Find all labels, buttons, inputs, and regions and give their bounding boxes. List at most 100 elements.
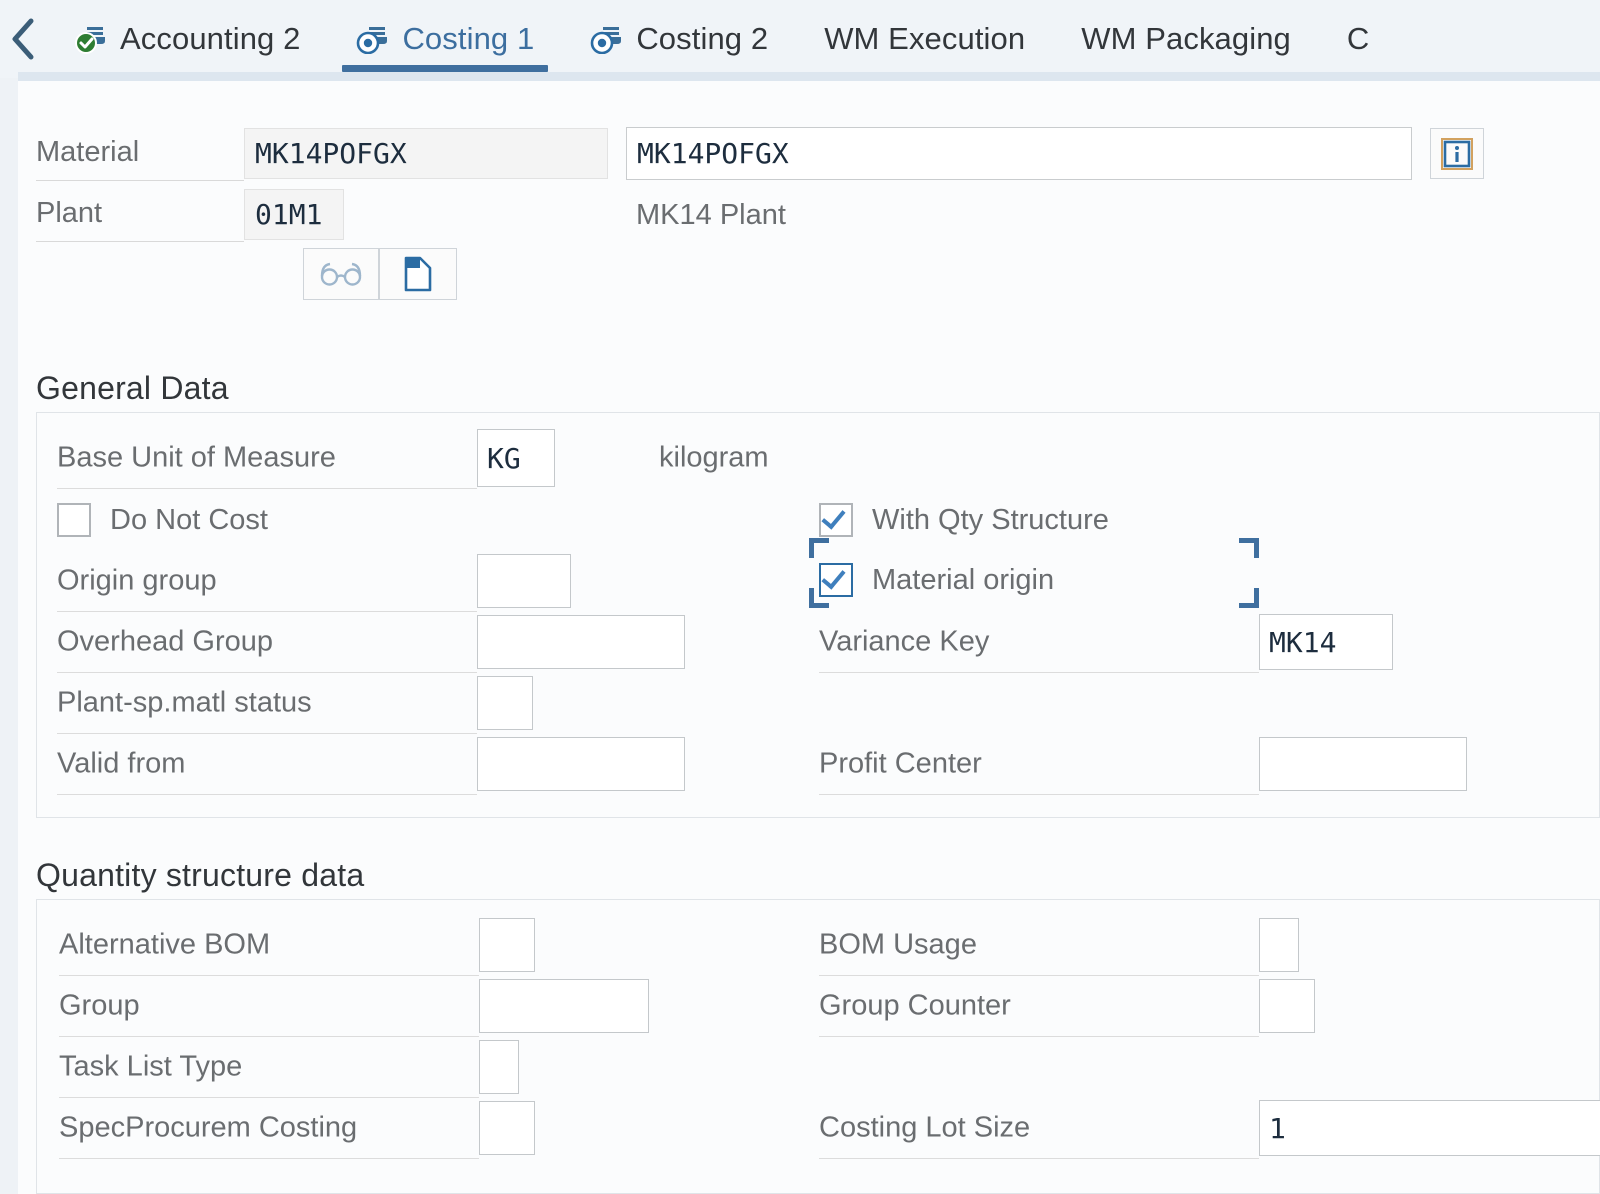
tab-costing-2[interactable]: Costing 2 [562,0,796,78]
with-qty-structure-checkbox[interactable] [819,503,853,537]
origin-group-label-rule [57,611,477,612]
tab-costing-1[interactable]: Costing 1 [328,0,562,78]
field-row-task-list-type: Task List Type [59,1036,759,1098]
field-row-specprocurem-costing: SpecProcurem Costing [59,1097,759,1159]
display-glasses-button[interactable] [303,248,379,300]
overhead-group-label-rule [57,672,477,673]
valid-from-label: Valid from [57,747,186,780]
plant-label-rule [36,241,244,242]
bom-usage-label-rule [819,975,1259,976]
field-row-valid-from: Valid from [57,733,757,795]
material-info-button[interactable] [1430,128,1484,179]
tab-label: C [1346,21,1370,56]
checkbox-with-qty-structure[interactable]: With Qty Structure [819,503,1109,537]
field-row-group: Group [59,975,759,1037]
origin-group-input[interactable] [477,554,571,608]
valid-from-label-rule [57,794,477,795]
base-unit-description: kilogram [659,441,769,474]
glasses-icon [320,262,362,286]
group-label: Group [59,989,140,1022]
specprocurem-costing-label: SpecProcurem Costing [59,1111,358,1144]
variance-key-input[interactable]: MK14 [1259,614,1393,670]
group-counter-label-rule [819,1036,1259,1037]
tabbar-separator [18,72,1600,81]
valid-from-input[interactable] [477,737,685,791]
group-label-rule [59,1036,479,1037]
field-row-variance-key: Variance Key MK14 [819,611,1579,673]
variance-key-label: Variance Key [819,625,990,658]
overhead-group-input[interactable] [477,615,685,669]
document-page-button[interactable] [379,248,457,300]
field-row-group-counter: Group Counter [819,975,1579,1037]
checkbox-do-not-cost[interactable]: Do Not Cost [57,503,268,537]
plant-sp-matl-status-label: Plant-sp.matl status [57,686,312,719]
field-row-base-unit: Base Unit of Measure KG kilogram [57,427,1557,489]
bom-usage-label: BOM Usage [819,928,977,961]
material-label-rule [36,180,244,181]
check-tick-icon [821,504,846,530]
with-qty-structure-label: With Qty Structure [872,503,1109,536]
status-ok-stamp-icon [75,27,105,54]
task-list-type-label: Task List Type [59,1050,243,1083]
profit-center-label: Profit Center [819,747,982,780]
material-number-field[interactable]: MK14POFGX [244,128,608,179]
group-counter-input[interactable] [1259,979,1315,1033]
checkbox-material-origin[interactable]: Material origin [819,563,1054,597]
costing-lot-size-label: Costing Lot Size [819,1111,1031,1144]
specprocurem-costing-input[interactable] [479,1101,535,1155]
tab-wm-execution[interactable]: WM Execution [796,0,1053,78]
material-label: Material [36,136,140,168]
tab-label: WM Execution [824,21,1026,56]
task-list-type-label-rule [59,1097,479,1098]
group-counter-label: Group Counter [819,989,1011,1022]
material-origin-label: Material origin [872,563,1055,596]
material-origin-checkbox[interactable] [819,563,853,597]
alternative-bom-label: Alternative BOM [59,928,271,961]
task-list-type-input[interactable] [479,1040,519,1094]
profit-center-label-rule [819,794,1259,795]
plant-description: MK14 Plant [636,199,786,231]
group-input[interactable] [479,979,649,1033]
material-description-field[interactable]: MK14POFGX [626,127,1412,180]
page-left-gutter [0,0,18,1194]
tab-label: Costing 2 [636,21,769,56]
general-data-title: General Data [36,370,229,406]
origin-group-label: Origin group [57,564,217,597]
plant-field[interactable]: 01M1 [244,189,344,240]
specprocurem-costing-label-rule [59,1158,479,1159]
field-row-overhead-group: Overhead Group [57,611,757,673]
overhead-group-label: Overhead Group [57,625,274,658]
field-row-costing-lot-size: Costing Lot Size 1 [819,1097,1600,1159]
chevron-left-icon [12,18,34,60]
field-row-alternative-bom: Alternative BOM [59,914,759,976]
base-unit-label-rule [57,488,477,489]
quantity-structure-panel: Alternative BOM BOM Usage Group Group Co… [36,899,1600,1194]
do-not-cost-checkbox[interactable] [57,503,91,537]
costing-lot-size-input[interactable]: 1 [1259,1100,1600,1156]
general-data-panel: Base Unit of Measure KG kilogram Do Not … [36,412,1600,818]
bom-usage-input[interactable] [1259,918,1299,972]
document-page-icon [404,256,432,292]
tab-label: Accounting 2 [120,21,301,56]
field-row-plant-sp-matl-status: Plant-sp.matl status [57,672,757,734]
tab-bar: Accounting 2 Costing 1 Costing 2 WM Exec… [0,0,1600,78]
tab-label: WM Packaging [1081,21,1291,56]
profit-center-input[interactable] [1259,737,1467,791]
tab-wm-packaging[interactable]: WM Packaging [1053,0,1319,78]
costing-target-stamp-icon [357,27,388,54]
plant-label: Plant [36,197,103,229]
alternative-bom-input[interactable] [479,918,535,972]
costing-target-stamp-icon [591,27,622,54]
tab-label: Costing 1 [402,21,535,56]
base-unit-label: Base Unit of Measure [57,441,336,474]
plant-sp-matl-status-label-rule [57,733,477,734]
plant-sp-matl-status-input[interactable] [477,676,533,730]
field-row-origin-group: Origin group [57,550,757,612]
tab-next-truncated[interactable]: C [1319,0,1398,78]
tab-accounting-2[interactable]: Accounting 2 [46,0,328,78]
base-unit-input[interactable]: KG [477,429,555,487]
alternative-bom-label-rule [59,975,479,976]
back-navigation-button[interactable] [0,0,46,78]
check-tick-icon [821,564,846,590]
